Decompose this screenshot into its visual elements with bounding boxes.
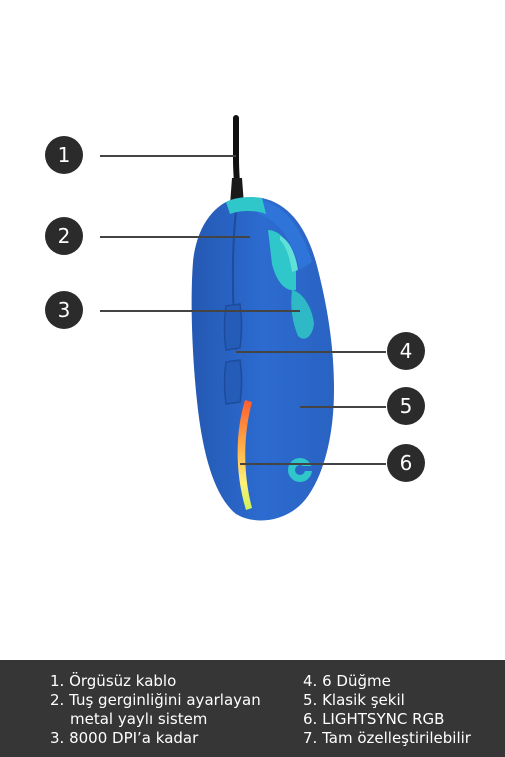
legend-column-right: 4. 6 Düğme 5. Klasik şekil 6. LIGHTSYNC … xyxy=(303,672,498,748)
legend-item: 7. Tam özelleştirilebilir xyxy=(303,729,471,747)
right-button xyxy=(258,200,312,270)
top-accent xyxy=(226,197,266,214)
leader-line-4 xyxy=(236,351,386,353)
leader-line-6 xyxy=(240,463,386,465)
leader-line-3 xyxy=(100,310,300,312)
callout-3: 3 xyxy=(45,291,83,329)
legend-item: 2. Tuş gerginliğini ayarlayan xyxy=(50,691,261,709)
side-button-bottom xyxy=(223,359,243,405)
dpi-button xyxy=(291,290,314,339)
callout-5: 5 xyxy=(387,387,425,425)
legend-item-continuation: metal yaylı sistem xyxy=(70,710,208,728)
leader-line-2 xyxy=(100,236,250,238)
side-button-top xyxy=(223,303,243,351)
leader-line-1 xyxy=(100,155,236,157)
legend-column-left: 1. Örgüsüz kablo 2. Tuş gerginliğini aya… xyxy=(50,672,298,748)
mouse-illustration xyxy=(191,115,334,521)
legend-item: 5. Klasik şekil xyxy=(303,691,405,709)
callout-4: 4 xyxy=(387,332,425,370)
legend-item: 4. 6 Düğme xyxy=(303,672,391,690)
lightsync-strip xyxy=(237,400,252,510)
callout-2: 2 xyxy=(45,217,83,255)
callout-6: 6 xyxy=(387,444,425,482)
legend-item: 6. LIGHTSYNC RGB xyxy=(303,710,445,728)
scroll-wheel xyxy=(268,230,296,291)
mouse-body xyxy=(191,197,334,521)
product-diagram: 1 2 3 4 5 6 xyxy=(45,115,425,521)
leader-line-5 xyxy=(300,406,386,408)
legend-item: 1. Örgüsüz kablo xyxy=(50,672,177,690)
callout-1: 1 xyxy=(45,136,83,174)
feature-legend: 1. Örgüsüz kablo 2. Tuş gerginliğini aya… xyxy=(0,660,505,757)
wheel-highlight xyxy=(280,236,298,272)
legend-item: 3. 8000 DPI’a kadar xyxy=(50,729,199,747)
